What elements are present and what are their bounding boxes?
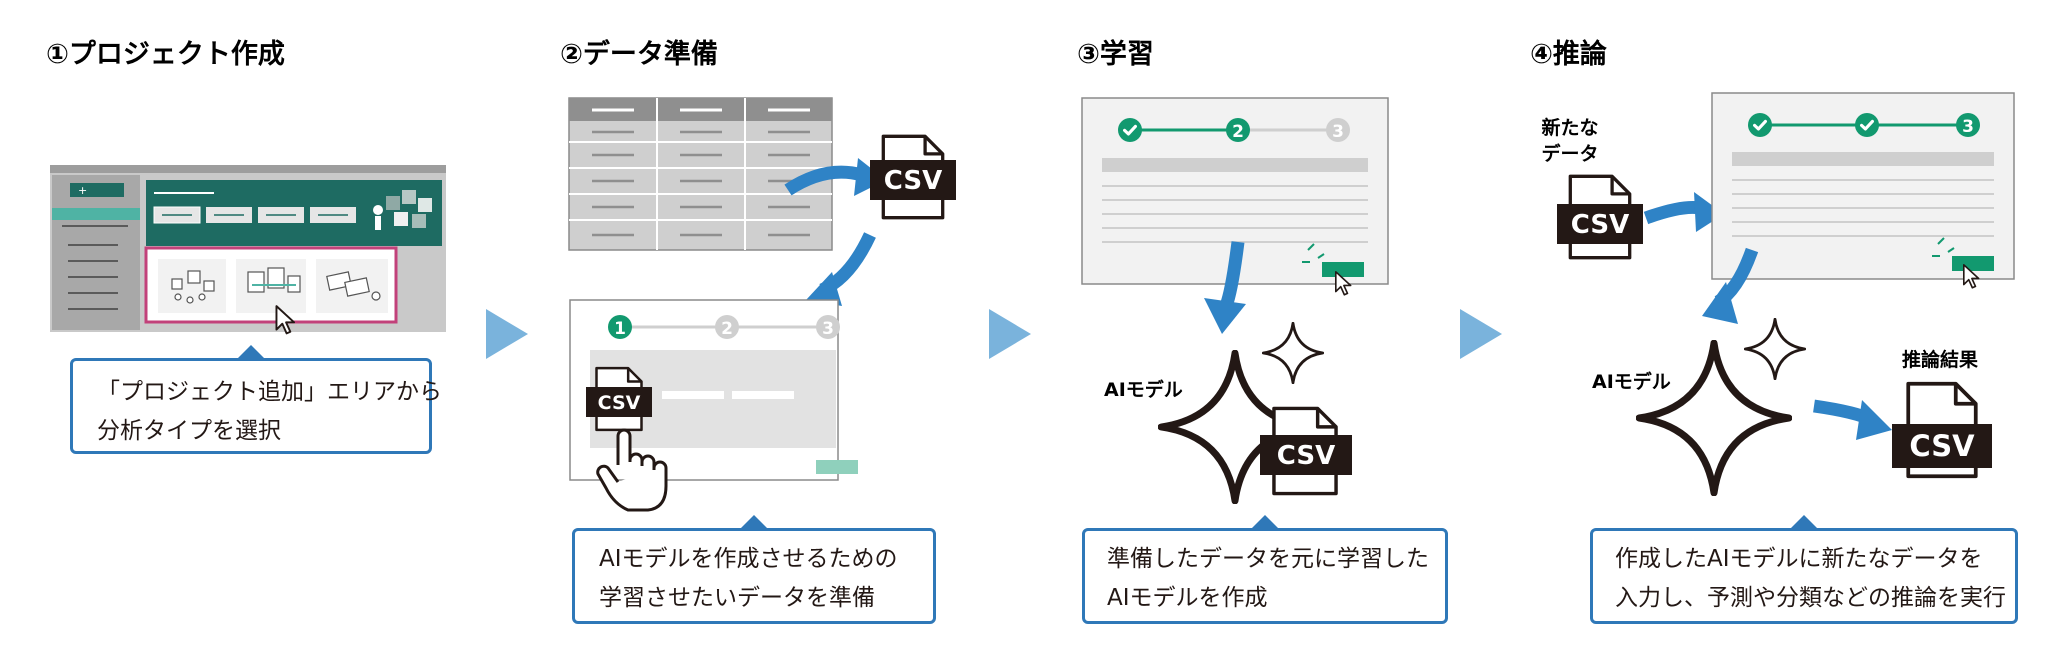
chevron-right-icon: [486, 309, 528, 359]
csv-label: CSV: [1909, 429, 1975, 463]
step2-note-line2: 学習させたいデータを準備: [599, 585, 875, 611]
flow-arrowhead-icon: [806, 272, 842, 306]
banner-illustration: [373, 190, 432, 230]
wizard-step-2: 2: [721, 319, 733, 339]
step4-note-line2: 入力し、予測や分類などの推論を実行: [1615, 585, 2006, 611]
step3-note-line1: 準備したデータを元に学習した: [1107, 546, 1429, 572]
inference-wizard-panel: 3: [1711, 92, 2015, 289]
step2-note-line1: AIモデルを作成させるための: [599, 546, 898, 572]
step3-note-line2: AIモデルを作成: [1107, 585, 1268, 611]
step3-note: 準備したデータを元に学習した AIモデルを作成: [1082, 515, 1448, 624]
csv-file-icon: CSV: [1892, 381, 1992, 479]
check-icon: [1118, 118, 1142, 142]
new-project-button[interactable]: [70, 183, 124, 197]
step1-note: 「プロジェクト追加」エリアから 分析タイプを選択: [70, 345, 442, 454]
train-button[interactable]: [1322, 262, 1364, 277]
step3-title: ③学習: [1077, 38, 1154, 70]
csv-label: CSV: [598, 392, 641, 414]
wizard-step-2: 2: [1232, 122, 1244, 142]
chevron-right-icon: [989, 309, 1031, 359]
step1-title: ①プロジェクト作成: [46, 39, 285, 70]
new-data-label-line2: データ: [1541, 142, 1598, 165]
csv-file-icon: CSV: [1557, 174, 1643, 260]
callout-pointer: [738, 515, 770, 531]
flow-arrow: [784, 165, 864, 196]
sparkle-small-icon: [1262, 322, 1324, 384]
step1-note-line2: 分析タイプを選択: [97, 418, 281, 444]
step1-note-line1: 「プロジェクト追加」エリアから: [97, 379, 442, 405]
flow-arrowhead-icon: [1694, 192, 1724, 232]
callout-pointer: [235, 345, 267, 361]
step2-title: ②データ準備: [560, 38, 718, 70]
csv-file-icon: CSV: [870, 134, 956, 220]
step4-note-line1: 作成したAIモデルに新たなデータを: [1615, 546, 1983, 572]
csv-label: CSV: [884, 166, 942, 196]
callout-pointer: [1788, 515, 1820, 531]
step4-title: ④推論: [1530, 38, 1607, 70]
chevron-right-icon: [1460, 309, 1502, 359]
step4-note: 作成したAIモデルに新たなデータを 入力し、予測や分類などの推論を実行: [1590, 515, 2018, 624]
wizard-step-3: 3: [1962, 117, 1974, 137]
callout-pointer: [1249, 515, 1281, 531]
svg-text:+: +: [78, 184, 87, 197]
upload-wizard-panel: 1 2 3: [569, 299, 858, 481]
training-wizard-panel: 2 3: [1081, 97, 1389, 296]
ai-model-label: AIモデル: [1104, 378, 1183, 401]
csv-file-icon: CSV: [586, 366, 652, 432]
check-icon: [1855, 113, 1879, 137]
analysis-type-card-3[interactable]: [316, 259, 388, 313]
wizard-step-3: 3: [1332, 122, 1344, 142]
flow-arrowhead-icon: [1856, 400, 1892, 440]
check-icon: [1748, 113, 1772, 137]
csv-label: CSV: [1571, 210, 1629, 240]
step2-note: AIモデルを作成させるための 学習させたいデータを準備: [572, 515, 936, 624]
flow-arrow: [1643, 201, 1702, 225]
sidebar-active-item[interactable]: [52, 208, 140, 220]
analysis-type-card-1[interactable]: [158, 259, 226, 313]
inference-result-label: 推論結果: [1902, 348, 1978, 371]
csv-label: CSV: [1277, 441, 1335, 471]
wizard-step-3: 3: [822, 319, 834, 339]
ai-model-label: AIモデル: [1592, 370, 1671, 393]
sparkle-small-icon: [1744, 318, 1806, 380]
new-data-label-line1: 新たな: [1541, 116, 1598, 139]
app-screenshot: +: [50, 165, 446, 335]
csv-file-icon: CSV: [1260, 406, 1352, 496]
hand-pointer-icon: [596, 428, 668, 512]
wizard-step-1: 1: [614, 319, 626, 339]
sparkle-large-icon: [1639, 343, 1789, 493]
predict-button[interactable]: [1952, 256, 1994, 271]
upload-button[interactable]: [816, 460, 858, 474]
data-table: [568, 97, 833, 251]
analysis-type-card-2[interactable]: [236, 259, 306, 313]
flow-arrowhead-icon: [1204, 298, 1246, 334]
flow-arrowhead-icon: [1702, 282, 1738, 324]
